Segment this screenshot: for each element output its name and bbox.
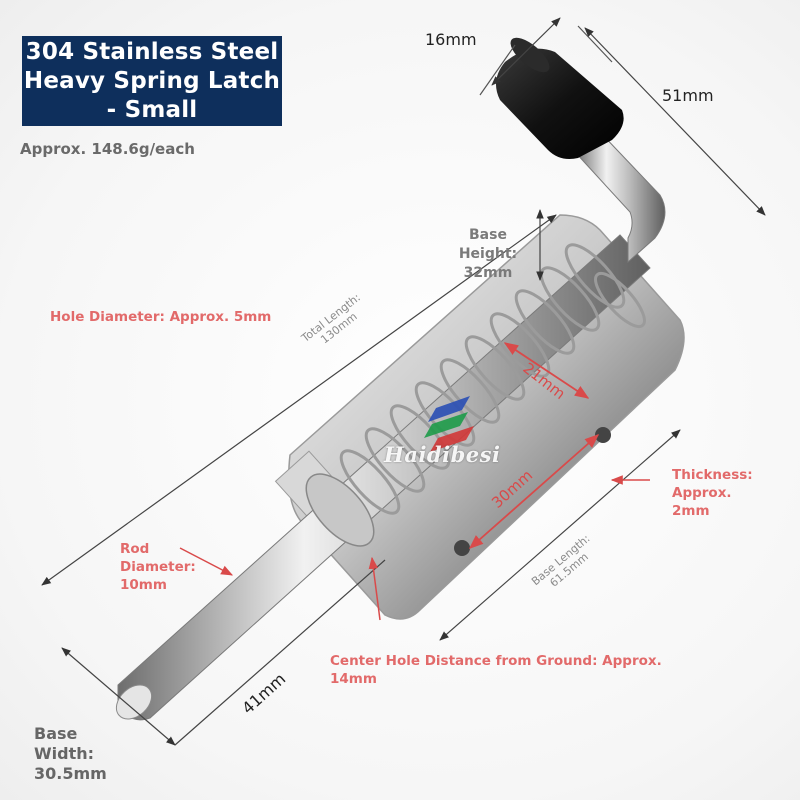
dim-arrow-spring xyxy=(503,342,590,399)
watermark-logo-icon xyxy=(424,396,474,452)
thickness-label: Thickness: Approx. 2mm xyxy=(672,466,753,520)
rod-diameter-line-2: Diameter: xyxy=(120,559,196,575)
rod-diameter-line-3: 10mm xyxy=(120,577,167,593)
base-width-line-3: 30.5mm xyxy=(34,764,107,783)
dim-arrow-handle xyxy=(584,27,766,216)
product-weight: Approx. 148.6g/each xyxy=(20,140,195,158)
dim-arrow-rod-extension xyxy=(61,647,176,746)
dim-line xyxy=(174,559,386,746)
center-hole-label: Center Hole Distance from Ground: Approx… xyxy=(330,652,662,688)
base-width-line-2: Width: xyxy=(34,744,95,763)
base-height-line-3: 32mm xyxy=(463,265,513,281)
thickness-line-1: Thickness: xyxy=(672,467,753,483)
dim-arrow-knob xyxy=(491,17,561,86)
rod-diameter-line-1: Rod xyxy=(120,541,150,557)
base-height-label: Base Height: 32mm xyxy=(448,226,528,283)
base-width-label: Base Width: 30.5mm xyxy=(34,724,107,784)
base-height-line-1: Base xyxy=(469,227,507,243)
rod-diameter-label: Rod Diameter: 10mm xyxy=(120,540,196,594)
center-hole-pointer xyxy=(368,556,381,621)
handle-height-label: 51mm xyxy=(662,86,714,105)
product-title: 304 Stainless Steel Heavy Spring Latch -… xyxy=(22,36,282,126)
knob-icon xyxy=(496,37,624,159)
title-line-3: - Small xyxy=(106,96,198,123)
brand-watermark: Haidibesi xyxy=(384,442,501,467)
title-line-2: Heavy Spring Latch xyxy=(23,67,281,94)
base-width-line-1: Base xyxy=(34,724,78,743)
hole-diameter-label: Hole Diameter: Approx. 5mm xyxy=(50,309,272,325)
knob-diameter-label: 16mm xyxy=(425,30,477,49)
center-hole-line-2: 14mm xyxy=(330,671,377,687)
dim-arrow-hole-spacing xyxy=(468,434,600,549)
center-hole-line-1: Center Hole Distance from Ground: Approx… xyxy=(330,653,662,669)
rod-diameter-pointer xyxy=(179,547,234,576)
mounting-hole-icon xyxy=(454,540,470,556)
dim-arrow-total-length xyxy=(41,214,557,586)
thickness-line-3: 2mm xyxy=(672,503,710,519)
title-line-1: 304 Stainless Steel xyxy=(25,38,279,65)
thickness-line-2: Approx. xyxy=(672,485,732,501)
base-height-line-2: Height: xyxy=(458,246,518,262)
